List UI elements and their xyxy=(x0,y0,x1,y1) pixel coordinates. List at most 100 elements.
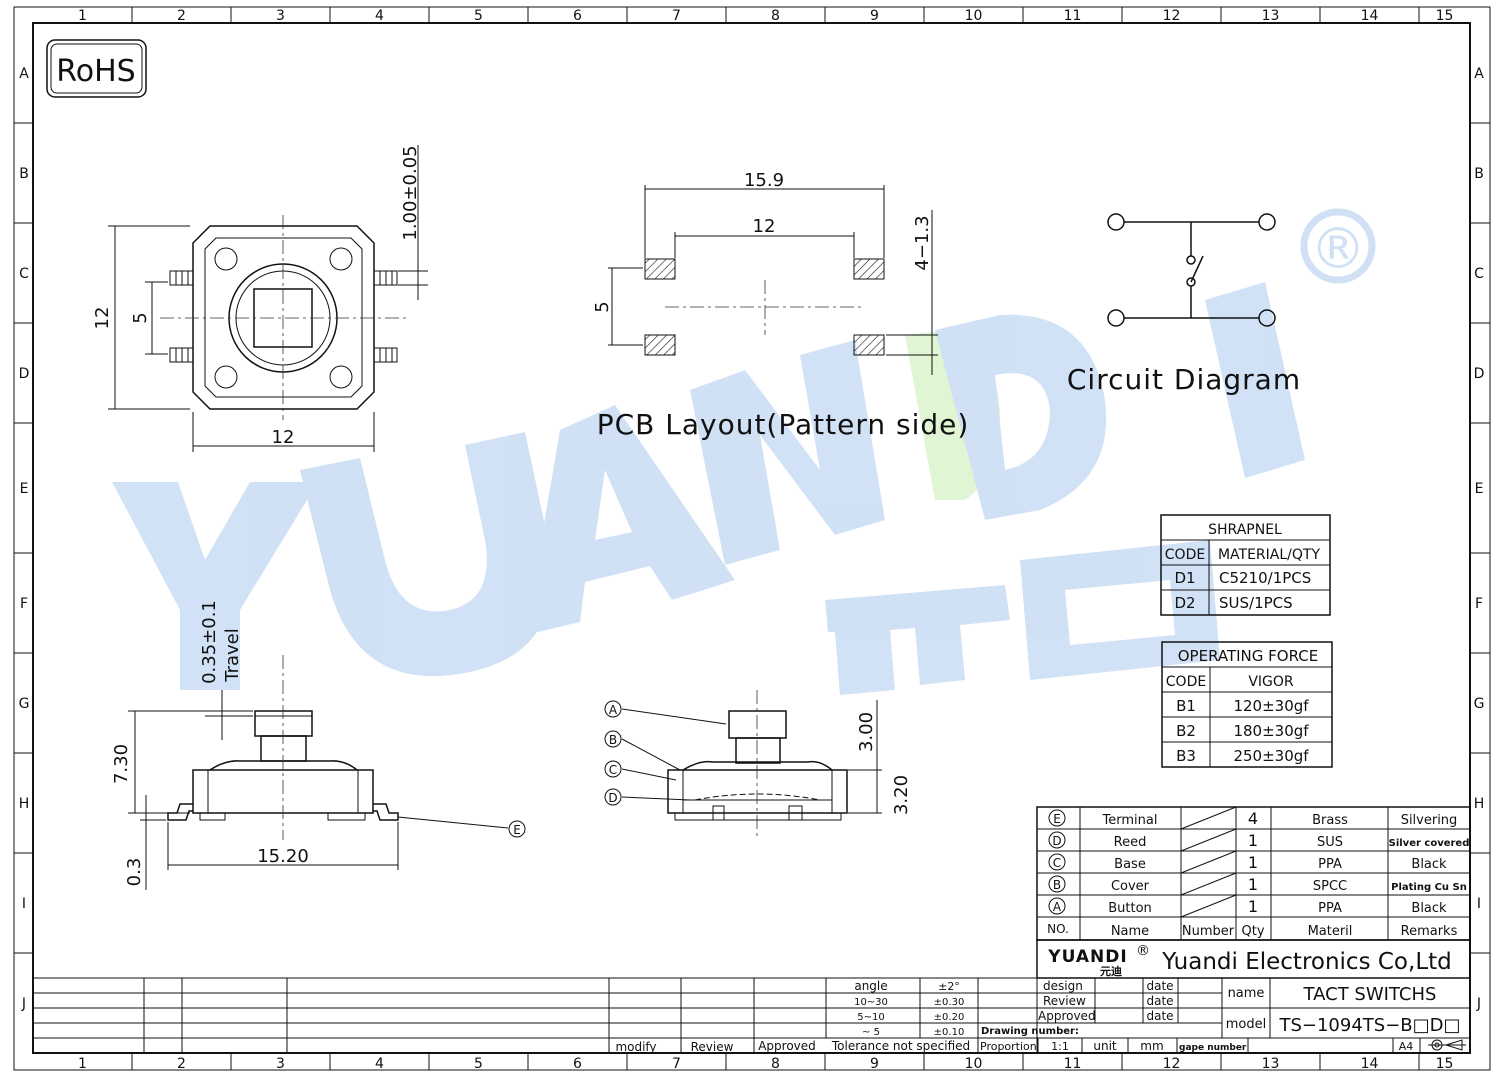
frame-zone-label: 7 xyxy=(672,8,681,24)
dim-top-height: 12 xyxy=(92,307,113,330)
frame-zone-label: 13 xyxy=(1262,1056,1280,1072)
tol-angle-val: ±2° xyxy=(938,980,960,993)
unit-value: mm xyxy=(1140,1039,1163,1053)
bom-cell-remarks: Silvering xyxy=(1401,813,1458,828)
bom-cell-remarks: Black xyxy=(1411,857,1447,872)
bom-cell-name: Button xyxy=(1108,901,1152,916)
dim-side-span: 15.20 xyxy=(257,846,309,867)
bom-cell-no: E xyxy=(1053,812,1061,826)
drawing-frame: 1122334455667788991010111112121313141415… xyxy=(13,6,1491,1072)
tol-angle: angle xyxy=(854,979,887,993)
callout-d: D xyxy=(608,791,617,805)
frame-zone-label: 7 xyxy=(672,1056,681,1072)
bom-cell-no: D xyxy=(1052,834,1061,848)
frame-zone-label: 10 xyxy=(965,1056,983,1072)
dim-side-height: 7.30 xyxy=(111,744,132,784)
bom-row: A Button 1 PPA Black xyxy=(1053,897,1447,916)
frame-zone-label: B xyxy=(19,166,29,182)
circuit-diagram: Circuit Diagram xyxy=(1067,213,1301,396)
frame-zone-label: 1 xyxy=(78,1056,87,1072)
dim-pcb-pad: 4−1.3 xyxy=(912,215,933,270)
date-label: date xyxy=(1146,1009,1173,1023)
approved2-label: Approved xyxy=(1038,1009,1096,1023)
dim-pcb-inner: 12 xyxy=(753,216,776,237)
frame-zone-label: F xyxy=(20,596,28,612)
name-value: TACT SWITCHS xyxy=(1303,984,1437,1005)
bom-cell-remarks: Silver covered xyxy=(1389,838,1470,849)
frame-zone-label: A xyxy=(19,66,29,82)
callout-c: C xyxy=(609,763,617,777)
company-name: Yuandi Electronics Co,Ltd xyxy=(1161,949,1452,975)
frame-zone-label: 8 xyxy=(771,1056,780,1072)
bom-header-material: Materil xyxy=(1308,924,1353,939)
bom-cell-qty: 1 xyxy=(1248,897,1258,916)
frame-zone-label: A xyxy=(1474,66,1484,82)
bom-cell-material: PPA xyxy=(1318,901,1342,916)
tol-r3-val: ±0.10 xyxy=(934,1027,965,1038)
title-block: angle ±2° 10~30 ±0.30 5~10 ±0.20 ~ 5 ±0.… xyxy=(33,977,1470,1054)
bom-cell-qty: 1 xyxy=(1248,831,1258,850)
top-view: 12 5 12 1.00±0.05 xyxy=(92,145,428,452)
bom-cell-no: B xyxy=(1053,878,1061,892)
section-view: A B C D 3.00 3.20 xyxy=(604,690,912,840)
shrapnel-header-material: MATERIAL/QTY xyxy=(1218,547,1320,563)
shrapnel-table: SHRAPNEL CODE MATERIAL/QTY D1 C5210/1PCS… xyxy=(1160,514,1331,616)
dim-top-pitch: 5 xyxy=(130,312,151,323)
frame-zone-label: 1 xyxy=(78,8,87,24)
shrapnel-title: SHRAPNEL xyxy=(1208,522,1282,538)
frame-zone-label: 3 xyxy=(276,1056,285,1072)
force-cell: B2 xyxy=(1176,722,1196,740)
frame-zone-label: 4 xyxy=(375,8,384,24)
name-label: name xyxy=(1228,986,1265,1001)
frame-zone-label: H xyxy=(19,796,30,812)
shrapnel-cell: D2 xyxy=(1174,594,1195,612)
frame-zone-label: 14 xyxy=(1361,1056,1379,1072)
operating-force-table: OPERATING FORCE CODE VIGOR B1 120±30gf B… xyxy=(1161,641,1333,768)
frame-zone-label: D xyxy=(19,366,30,382)
dim-top-lead: 1.00±0.05 xyxy=(400,145,421,240)
dim-section-body: 3.20 xyxy=(891,775,912,815)
frame-zone-label: I xyxy=(1477,896,1481,912)
tol-footer: Tolerance not specified xyxy=(831,1039,970,1053)
watermark: ® xyxy=(112,208,1376,695)
callout-b: B xyxy=(609,733,617,747)
frame-zone-label: 14 xyxy=(1361,8,1379,24)
tol-r2: 5~10 xyxy=(857,1012,884,1023)
frame-zone-label: B xyxy=(1474,166,1484,182)
logo-text: YUANDI xyxy=(1047,947,1127,967)
date-label: date xyxy=(1146,979,1173,993)
bom-cell-material: SUS xyxy=(1317,835,1343,850)
rohs-badge: RoHS xyxy=(46,39,147,98)
modify-label: modify xyxy=(615,1040,656,1054)
proportion-value: 1:1 xyxy=(1051,1040,1069,1053)
frame-zone-label: 12 xyxy=(1163,8,1181,24)
force-cell: 120±30gf xyxy=(1233,697,1309,715)
bom-cell-name: Cover xyxy=(1111,879,1150,894)
circuit-title: Circuit Diagram xyxy=(1067,363,1301,396)
dim-pcb-pitch: 5 xyxy=(592,301,613,312)
dim-top-width: 12 xyxy=(272,427,295,448)
frame-zone-label: C xyxy=(1474,266,1484,282)
force-header-vigor: VIGOR xyxy=(1248,674,1294,690)
logo-reg: ® xyxy=(1136,943,1150,959)
review-label: Review xyxy=(691,1040,734,1054)
frame-zone-label: 12 xyxy=(1163,1056,1181,1072)
frame-zone-label: I xyxy=(22,896,26,912)
side-view: 0.35±0.1 Travel 7.30 0.3 15.20 E xyxy=(111,600,526,890)
proportion-label: Proportion xyxy=(980,1040,1037,1053)
bom-header-qty: Qty xyxy=(1241,924,1264,939)
frame-zone-label: C xyxy=(19,266,29,282)
drawing-number-label: Drawing number: xyxy=(981,1026,1079,1037)
frame-zone-label: E xyxy=(20,481,29,497)
dim-pcb-outer: 15.9 xyxy=(744,170,784,191)
frame-zone-label: J xyxy=(1476,996,1481,1012)
bom-cell-remarks: Black xyxy=(1411,901,1447,916)
model-label: model xyxy=(1226,1017,1266,1032)
force-cell: B3 xyxy=(1176,747,1196,765)
bom-cell-no: A xyxy=(1053,900,1062,914)
frame-zone-label: 3 xyxy=(276,8,285,24)
section-callouts: A B C D xyxy=(604,700,622,806)
